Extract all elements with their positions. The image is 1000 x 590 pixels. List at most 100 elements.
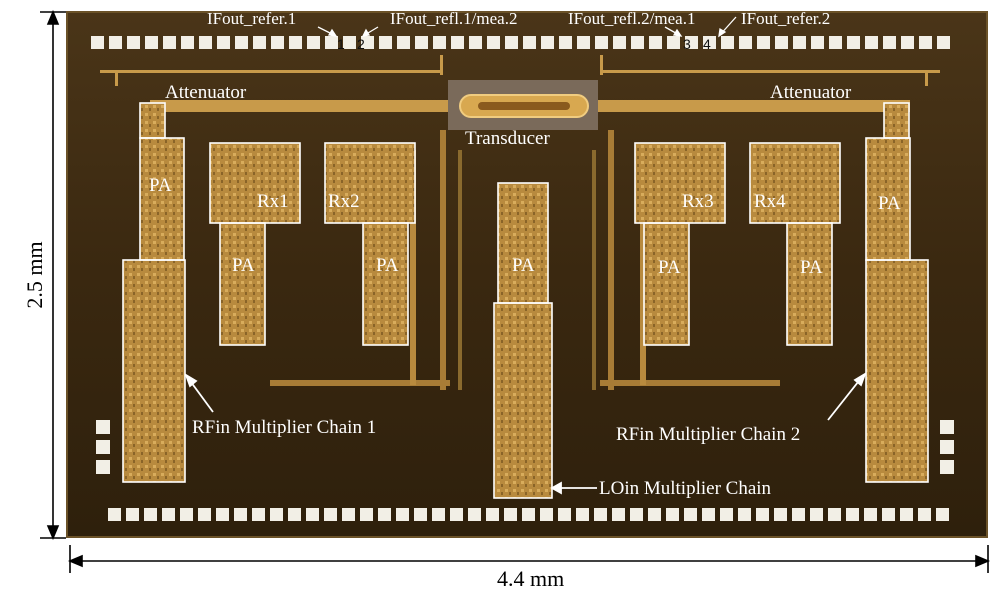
bond-pad <box>432 508 445 521</box>
bond-pad <box>91 36 104 49</box>
top-pad-row <box>91 36 950 49</box>
pa-rx3-box <box>643 222 690 346</box>
label-pa-rx2: PA <box>376 255 399 276</box>
label-rfin-chain-2: RFin Multiplier Chain 2 <box>616 424 800 445</box>
bond-pad <box>468 508 481 521</box>
pa-rx2-box <box>362 222 409 346</box>
bond-pad <box>396 508 409 521</box>
bond-pad <box>343 36 356 49</box>
bond-pad <box>810 508 823 521</box>
bond-pad <box>180 508 193 521</box>
label-rfin-chain-1: RFin Multiplier Chain 1 <box>192 417 376 438</box>
bond-pad <box>756 508 769 521</box>
bond-pad <box>397 36 410 49</box>
rfin-chain-1-box <box>122 259 186 483</box>
bond-pad <box>829 36 842 49</box>
label-pa-rx3: PA <box>658 257 681 278</box>
label-transducer: Transducer <box>465 128 550 149</box>
bond-pad <box>667 36 680 49</box>
bond-pad <box>613 36 626 49</box>
bond-pad <box>360 508 373 521</box>
top-label-pointers <box>317 16 737 38</box>
width-dimension-label: 4.4 mm <box>497 566 564 590</box>
bond-pad <box>846 508 859 521</box>
bond-pad <box>918 508 931 521</box>
bond-pad <box>865 36 878 49</box>
transducer-structure <box>448 80 598 130</box>
bond-pad <box>144 508 157 521</box>
bond-pad <box>666 508 679 521</box>
bond-pad <box>270 508 283 521</box>
bond-pad <box>738 508 751 521</box>
bond-pad <box>882 508 895 521</box>
bond-pad <box>289 36 302 49</box>
pin-number-3: 3 <box>683 36 691 52</box>
rfin-chain-2-box <box>865 259 929 483</box>
bond-pad <box>414 508 427 521</box>
bond-pad <box>325 36 338 49</box>
bond-pad <box>847 36 860 49</box>
bond-pad <box>558 508 571 521</box>
bond-pad <box>288 508 301 521</box>
label-pa-center: PA <box>512 255 535 276</box>
bond-pad <box>504 508 517 521</box>
bond-pad <box>324 508 337 521</box>
bond-pad <box>739 36 752 49</box>
bond-pad <box>450 508 463 521</box>
bond-pad <box>576 508 589 521</box>
bond-pad <box>127 36 140 49</box>
bond-pad <box>541 36 554 49</box>
bond-pad <box>702 508 715 521</box>
pin-number-4: 4 <box>703 36 711 52</box>
chain-pointers <box>184 371 867 495</box>
label-rx4: Rx4 <box>754 191 786 212</box>
bond-pad <box>379 36 392 49</box>
bond-pad <box>828 508 841 521</box>
loin-chain-box <box>493 302 553 499</box>
bond-pad <box>901 36 914 49</box>
bond-pad <box>252 508 265 521</box>
bond-pad <box>684 508 697 521</box>
bond-pad <box>577 36 590 49</box>
bond-pad <box>594 508 607 521</box>
label-ifout-refer-1: IFout_refer.1 <box>207 9 296 28</box>
bond-pad <box>720 508 733 521</box>
bond-pad <box>523 36 536 49</box>
label-attenuator-right: Attenuator <box>770 82 852 103</box>
pin-number-2: 2 <box>357 36 365 52</box>
circuit-blocks <box>123 103 928 498</box>
bond-pad <box>631 36 644 49</box>
bond-pad <box>648 508 661 521</box>
bond-pad <box>792 508 805 521</box>
bond-pad <box>253 36 266 49</box>
bond-pad <box>505 36 518 49</box>
bond-pad <box>307 36 320 49</box>
bond-pad <box>234 508 247 521</box>
bond-pad <box>540 508 553 521</box>
bond-pad <box>199 36 212 49</box>
bond-pad <box>775 36 788 49</box>
bond-pad <box>757 36 770 49</box>
bond-pad <box>235 36 248 49</box>
label-attenuator-left: Attenuator <box>165 82 247 103</box>
bond-pad <box>163 36 176 49</box>
bond-pad <box>649 36 662 49</box>
bond-pad <box>451 36 464 49</box>
bond-pad <box>108 508 121 521</box>
height-dimension-label: 2.5 mm <box>22 241 47 308</box>
bond-pad <box>415 36 428 49</box>
bond-pad <box>774 508 787 521</box>
label-pa-left-top: PA <box>149 175 172 196</box>
bottom-pad-row <box>108 508 949 521</box>
pa-rx1-box <box>219 222 266 346</box>
bond-pad <box>685 36 698 49</box>
label-loin-chain: LOin Multiplier Chain <box>599 478 772 499</box>
label-ifout-refer-2: IFout_refer.2 <box>741 9 830 28</box>
bond-pad <box>487 36 500 49</box>
label-pa-right-top: PA <box>878 193 901 214</box>
label-pa-rx1: PA <box>232 255 255 276</box>
bond-pad <box>378 508 391 521</box>
bond-pad <box>433 36 446 49</box>
bond-pad <box>271 36 284 49</box>
